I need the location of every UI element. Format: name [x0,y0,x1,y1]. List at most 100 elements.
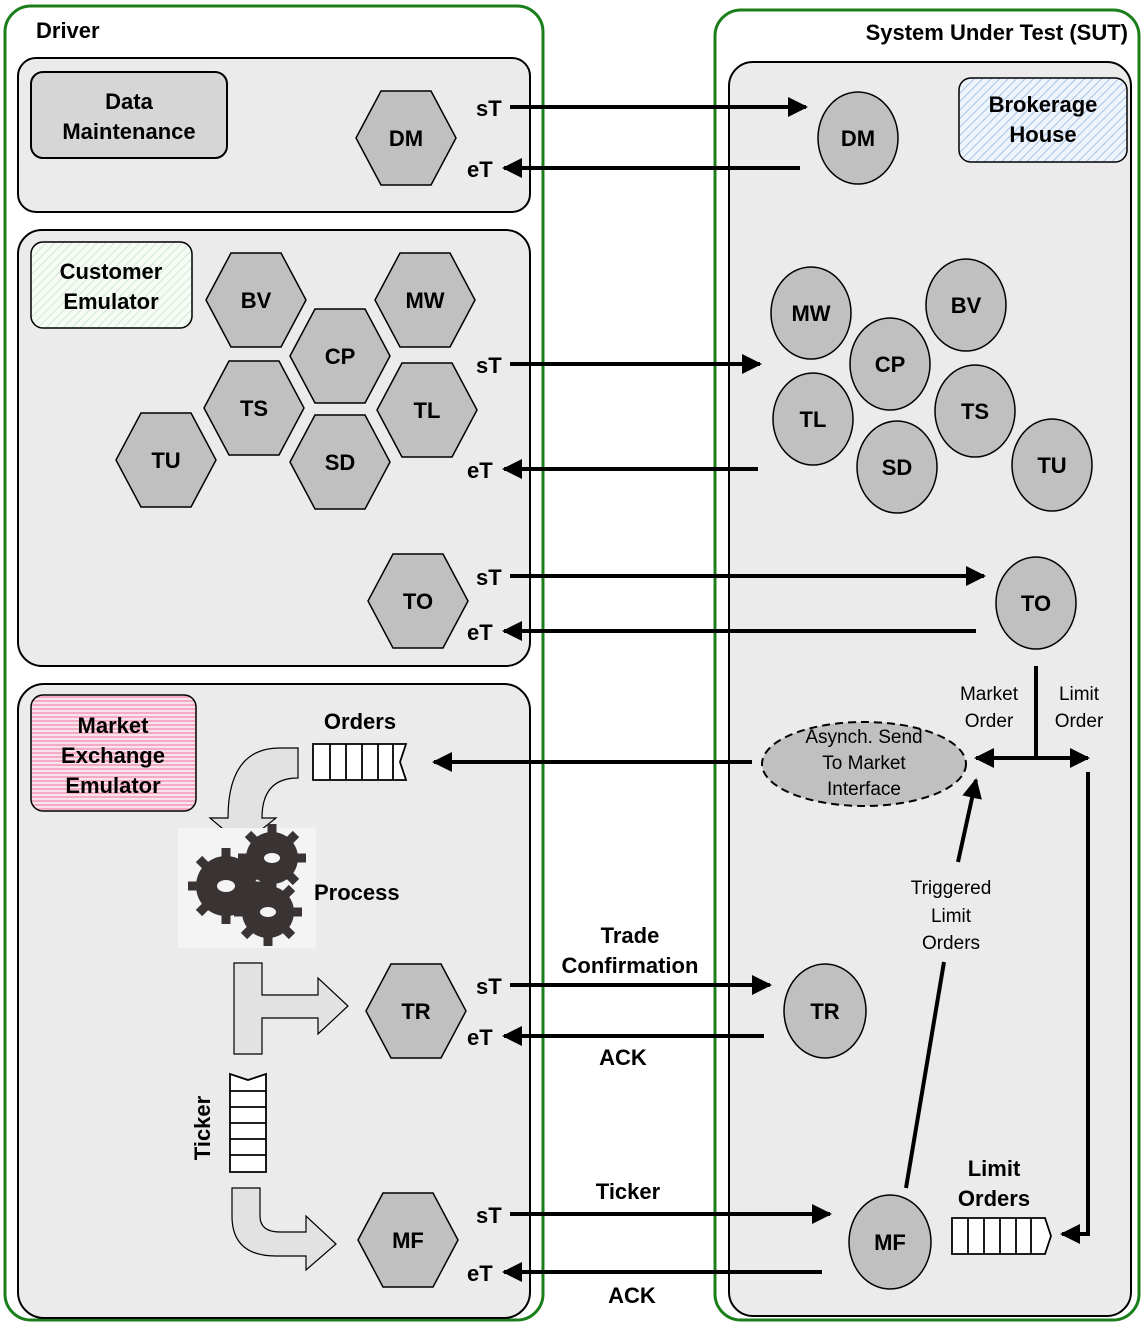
customer-emulator-label-line2: Emulator [63,289,159,314]
ticker-queue-icon [229,1072,267,1173]
driver-hex-label-mw: MW [405,288,444,313]
sut-node-label-bv: BV [951,293,982,318]
sut-title: System Under Test (SUT) [866,20,1128,45]
driver-hex-label-tu: TU [151,448,180,473]
driver-hex-cp: CP [289,308,391,404]
mf-et-label: eT [467,1261,493,1286]
triggered-line2: Limit [931,906,972,927]
triggered-line1: Triggered [911,878,992,899]
async-line2: To Market [822,753,906,774]
data-maintenance-label-line1: Data [105,89,153,114]
market-order-line1: Market [960,684,1019,705]
data-maintenance-label-line2: Maintenance [62,119,195,144]
driver-hex-label-tl: TL [414,398,441,423]
gears-icon [178,824,316,948]
market-exchange-label-line1: Market [78,713,150,738]
sut-node-cp: CP [849,317,931,411]
sut-node-label-cp: CP [875,352,906,377]
driver-hex-to: TO [367,553,469,649]
sut-node-tr: TR [783,963,867,1059]
triggered-arrow-lower [904,961,946,1189]
sut-node-dm: DM [817,91,899,185]
market-exchange-label-line2: Exchange [61,743,165,768]
sut-transactions: DM MW BV CP TL TS SD TU TO TR MF [770,91,1093,1290]
data-maintenance-box: Data Maintenance [30,71,228,159]
market-exchange-label-line3: Emulator [65,773,161,798]
driver-hex-sd: SD [289,414,391,510]
driver-hex-tu: TU [115,412,217,508]
to-st-label: sT [476,565,502,590]
brokerage-label-line2: House [1009,122,1076,147]
dm-st-label: sT [476,96,502,121]
t-shaped-arrow-icon [233,962,349,1055]
bent-arrow-icon [231,1187,337,1272]
driver-hex-mw: MW [374,252,476,348]
limit-orders-queue-icon [951,1217,1052,1255]
orders-queue-icon [312,743,408,781]
ce-et-label: eT [467,458,493,483]
sut-node-label-sd: SD [882,455,913,480]
transaction-arrows [432,97,1090,1282]
sut-node-ts: TS [934,364,1016,458]
trade-label-line1: Trade [601,923,660,948]
triggered-arrow-upper [956,778,982,863]
limit-order-line1: Limit [1059,684,1100,705]
driver-hex-label-ts: TS [240,396,268,421]
limit-order-line2: Order [1055,711,1104,732]
sut-node-tu: TU [1011,418,1093,512]
limit-to-queue-arrow [1060,772,1090,1244]
driver-hex-dm: DM [355,90,457,186]
driver-title: Driver [36,18,100,43]
driver-hex-label-mf: MF [392,1228,424,1253]
sut-node-label-mw: MW [791,301,830,326]
driver-hex-tr: TR [365,963,467,1059]
sut-node-label-to: TO [1021,591,1051,616]
sut-node-mf: MF [848,1194,932,1290]
mf-st-label: sT [476,1203,502,1228]
tr-et-label: eT [467,1025,493,1050]
process-label: Process [314,880,400,905]
sut-node-label-tr: TR [810,999,839,1024]
limit-orders-line2: Orders [958,1186,1030,1211]
driver-hex-ts: TS [203,360,305,456]
dm-et-label: eT [467,157,493,182]
st-et-labels: sT eT sT eT sT eT sT eT sT eT [467,96,502,1286]
sut-node-label-ts: TS [961,399,989,424]
async-send-node: Asynch. Send To Market Interface [761,721,967,807]
sut-node-mw: MW [770,266,852,360]
tr-st-label: sT [476,974,502,999]
sut-node-tl: TL [772,372,854,466]
curved-down-arrow-icon [208,747,299,846]
sut-node-to: TO [995,556,1077,650]
driver-hex-label-dm: DM [389,126,423,151]
driver-hex-label-bv: BV [241,288,272,313]
driver-hex-label-sd: SD [325,450,356,475]
orders-label: Orders [324,709,396,734]
driver-transactions: DM BV MW CP TS TL TU SD TO TR MF [115,90,478,1288]
driver-hex-label-cp: CP [325,344,356,369]
driver-hex-mf: MF [357,1192,459,1288]
limit-orders-line1: Limit [968,1156,1021,1181]
ack-tr-label: ACK [599,1045,647,1070]
ticker-flow-label: Ticker [596,1179,661,1204]
brokerage-label-line1: Brokerage [989,92,1098,117]
customer-emulator-label-line1: Customer [60,259,163,284]
ticker-vertical-label: Ticker [190,1095,215,1160]
async-line1: Asynch. Send [805,727,922,748]
market-order-line2: Order [965,711,1014,732]
trade-label-line2: Confirmation [562,953,699,978]
triggered-line3: Orders [922,933,980,954]
driver-hex-tl: TL [376,362,478,458]
sut-node-label-dm: DM [841,126,875,151]
market-exchange-emulator-box: Market Exchange Emulator [30,694,197,812]
driver-hex-label-tr: TR [401,999,430,1024]
customer-emulator-box: Customer Emulator [30,241,193,329]
to-et-label: eT [467,620,493,645]
ack-mf-label: ACK [608,1283,656,1308]
sut-node-bv: BV [925,258,1007,352]
sut-node-label-tu: TU [1037,453,1066,478]
driver-hex-bv: BV [205,252,307,348]
sut-node-label-mf: MF [874,1230,906,1255]
